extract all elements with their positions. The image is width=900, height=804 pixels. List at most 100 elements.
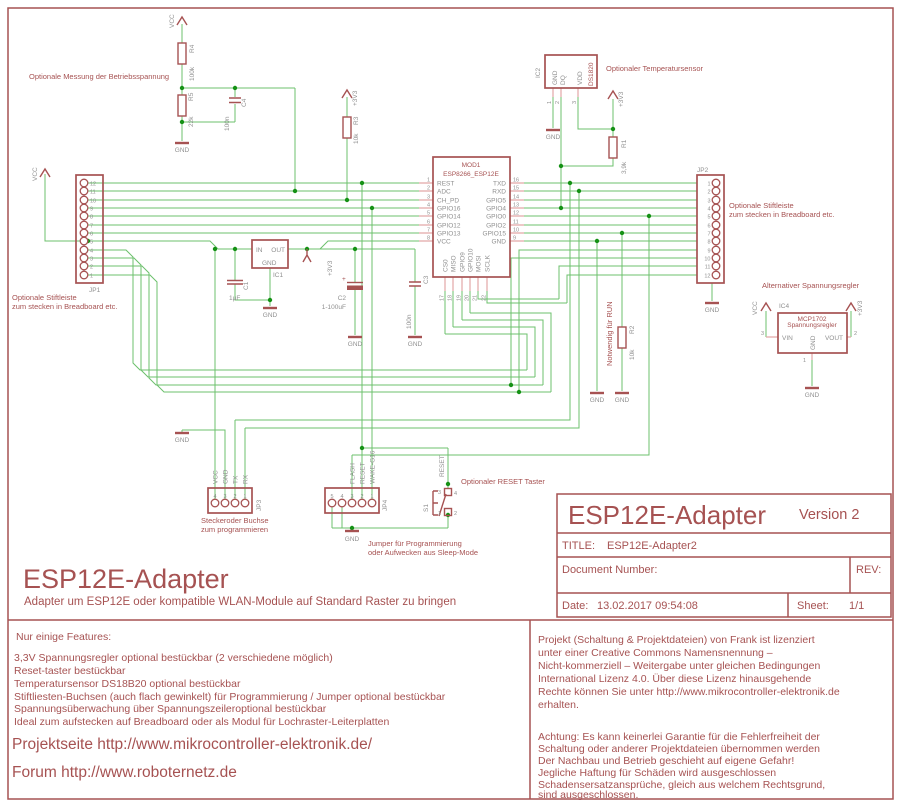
svg-text:8: 8 <box>427 236 430 242</box>
svg-text:13: 13 <box>513 203 519 209</box>
svg-text:7: 7 <box>707 232 710 238</box>
svg-text:20: 20 <box>465 295 471 301</box>
jp3-name: JP3 <box>256 499 263 511</box>
doc-label: Document Number: <box>562 564 657 576</box>
ic4-box <box>777 312 848 354</box>
svg-text:6: 6 <box>90 232 93 238</box>
svg-text:7: 7 <box>427 228 430 234</box>
c1-value: 1µF <box>229 295 240 302</box>
svg-text:2: 2 <box>90 265 93 271</box>
svg-text:Temperatursensor DS18B20 optio: Temperatursensor DS18B20 optional bestüc… <box>14 678 241 690</box>
note-jp4-2: oder Aufwecken aus Sleep-Mode <box>368 548 478 557</box>
svg-text:TX: TX <box>233 475 240 484</box>
page-frame <box>7 7 894 800</box>
svg-text:RESET: RESET <box>360 462 367 484</box>
svg-text:VCC: VCC <box>169 14 176 28</box>
svg-text:Achtung: Es kann keinerlei Gar: Achtung: Es kann keinerlei Garantie für … <box>538 731 820 743</box>
svg-text:International Lizenz 4.0. Über: International Lizenz 4.0. Über diese Liz… <box>538 673 811 685</box>
svg-text:2: 2 <box>233 494 236 500</box>
svg-text:GND: GND <box>223 469 230 484</box>
svg-text:2: 2 <box>360 494 363 500</box>
svg-text:GPIO15: GPIO15 <box>483 231 507 238</box>
module-box <box>432 156 511 278</box>
capacitor-c2 <box>347 281 363 290</box>
c4-name: C4 <box>241 98 248 107</box>
svg-text:RXD: RXD <box>492 189 506 196</box>
svg-text:1: 1 <box>370 494 373 500</box>
r1-value: 3,9k <box>621 161 628 174</box>
ic2-pin: VDD <box>577 71 584 85</box>
svg-text:GND: GND <box>590 397 605 404</box>
svg-text:4: 4 <box>707 207 710 213</box>
ic2-pin: GND <box>552 70 559 85</box>
components <box>75 42 848 517</box>
v33-arrow-icon <box>845 301 857 312</box>
date-value: 13.02.2017 09:54:08 <box>597 600 698 612</box>
svg-text:2: 2 <box>707 190 710 196</box>
svg-text:Nicht-kommerziell – Weitergabe: Nicht-kommerziell – Weitergabe unter gle… <box>538 660 820 672</box>
r1-name: R1 <box>621 139 628 148</box>
gnd-symbols: GND GND GND GND GND GND GND GND GND GND … <box>175 128 820 543</box>
svg-text:3: 3 <box>707 199 710 205</box>
jp1-box <box>75 174 104 284</box>
svg-text:GND: GND <box>345 536 360 543</box>
svg-text:18: 18 <box>448 295 454 301</box>
c4-value: 100n <box>224 116 231 131</box>
titleblock-version: Version 2 <box>799 507 859 523</box>
c1-name: C1 <box>243 281 250 290</box>
reset-net-label: RESET <box>439 455 446 477</box>
svg-text:21: 21 <box>473 295 479 301</box>
svg-text:8: 8 <box>707 240 710 246</box>
ic1-pin-in: IN <box>256 247 263 254</box>
wires <box>44 24 852 530</box>
rev-label: REV: <box>856 564 881 576</box>
jp1-pins <box>79 178 89 280</box>
svg-text:GND: GND <box>705 307 720 314</box>
svg-text:MISO: MISO <box>451 255 458 272</box>
svg-text:+3V3: +3V3 <box>857 300 864 316</box>
ic2-pin-num: 1 <box>547 101 553 104</box>
project-link: Projektseite http://www.mikrocontroller-… <box>12 736 373 753</box>
note-jp1-1: Optionale Stiftleiste <box>12 293 77 302</box>
ic1-pin-gnd: GND <box>262 260 277 267</box>
note-run: Notwendig für RUN <box>605 301 614 366</box>
svg-text:Projekt (Schaltung & Projektda: Projekt (Schaltung & Projektdateien) von… <box>538 634 815 646</box>
svg-text:GND: GND <box>348 341 363 348</box>
svg-text:Schadensersatzansprüche, gleic: Schadensersatzansprüche, gleich aus welc… <box>538 779 825 791</box>
jp3-box <box>207 487 253 514</box>
jp3-pins <box>210 498 250 508</box>
svg-text:12: 12 <box>513 211 519 217</box>
svg-text:7: 7 <box>90 224 93 230</box>
r3-name: R3 <box>353 116 360 125</box>
svg-text:5: 5 <box>427 211 430 217</box>
resistor-r3 <box>342 116 352 139</box>
svg-text:1: 1 <box>427 178 430 184</box>
pin-stubs <box>419 88 851 360</box>
svg-text:11: 11 <box>705 265 711 271</box>
svg-text:1: 1 <box>707 182 710 188</box>
title-value: ESP12E-Adapter2 <box>607 540 697 552</box>
ic4-subtitle: Spannungsregler <box>787 322 837 329</box>
module-name: MOD1 <box>462 162 481 169</box>
svg-text:15: 15 <box>513 186 519 192</box>
ic1-pin-out: OUT <box>271 247 285 254</box>
svg-text:10: 10 <box>704 257 710 263</box>
svg-text:19: 19 <box>457 295 463 301</box>
r3-value: 10k <box>353 133 360 144</box>
c3-name: C3 <box>423 275 430 284</box>
svg-text:GPIO0: GPIO0 <box>486 214 506 221</box>
features-box: Nur einige Features: 3,3V Spannungsregle… <box>12 631 446 781</box>
svg-text:9: 9 <box>513 236 516 242</box>
vcc-arrow-icon <box>760 301 772 312</box>
svg-text:GND: GND <box>175 437 190 444</box>
power-arrows: VCC VCC +3V3 +3V3 +3V3 VCC +3V3 <box>32 14 864 316</box>
c3-value: 100n <box>406 314 413 329</box>
svg-text:GND: GND <box>615 397 630 404</box>
note-jp3-2: zum programmieren <box>201 525 268 534</box>
svg-text:GND: GND <box>492 239 507 246</box>
svg-text:GPIO14: GPIO14 <box>437 214 461 221</box>
svg-text:Stiftliesten-Buchsen (auch fla: Stiftliesten-Buchsen (auch flach gewinke… <box>14 691 446 703</box>
note-temp: Optionaler Temperatursensor <box>606 64 703 73</box>
svg-text:VCC: VCC <box>437 239 451 246</box>
